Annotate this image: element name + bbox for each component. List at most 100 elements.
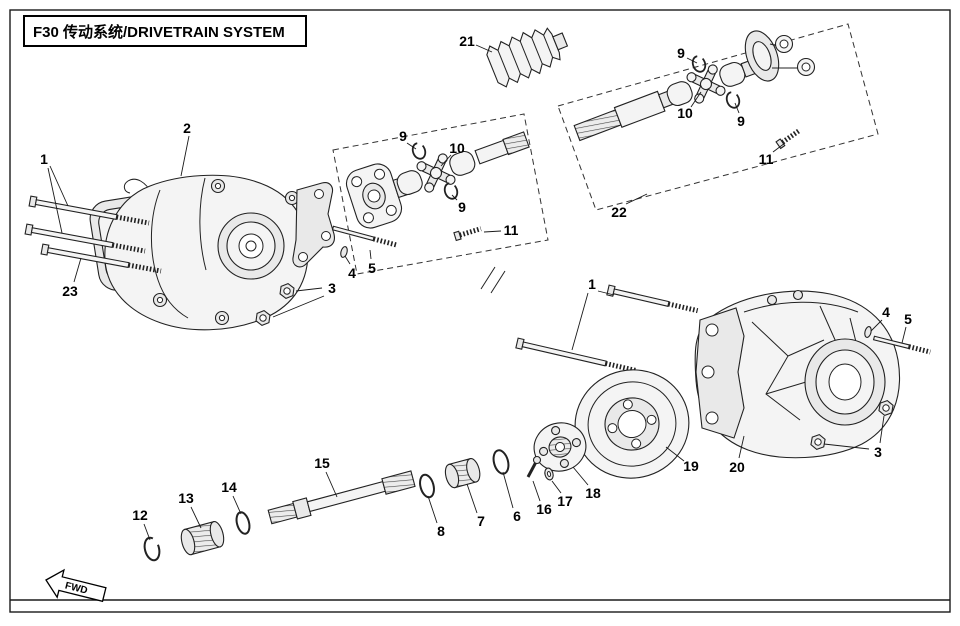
bushing-7 — [444, 458, 481, 489]
front-drive-shaft — [267, 470, 416, 525]
callout-leader-11 — [483, 230, 502, 233]
callout-leader-9 — [406, 142, 417, 150]
callout-2: 2 — [183, 120, 191, 136]
callout-leader-6 — [502, 471, 514, 509]
snap-ring-14 — [235, 511, 251, 535]
break-marks — [480, 266, 506, 294]
callout-leader-10 — [690, 91, 702, 108]
callout-leader-4 — [870, 319, 883, 332]
callout-leader-3 — [272, 295, 325, 318]
callout-leader-5 — [901, 326, 907, 344]
callout-17: 17 — [557, 493, 573, 509]
mount-bolt-rear-upper — [606, 284, 699, 314]
rear-ujoint-assembly — [573, 30, 816, 150]
callout-leader-21 — [475, 44, 493, 53]
mount-bolt-23 — [40, 243, 162, 274]
page-border — [9, 9, 951, 613]
callout-leader-10 — [440, 154, 452, 167]
callout-leader-20 — [738, 435, 745, 459]
callout-leader-17 — [551, 480, 562, 494]
callout-leader-4 — [344, 255, 351, 265]
yoke-shaft-front — [474, 131, 530, 165]
front-gearbox — [89, 174, 335, 331]
callout-leader-3 — [879, 415, 885, 444]
callout-leader-19 — [665, 446, 685, 462]
callout-9: 9 — [399, 128, 407, 144]
callout-4: 4 — [348, 265, 356, 281]
callout-22: 22 — [611, 204, 627, 220]
cv-boot — [486, 27, 569, 88]
callout-23: 23 — [62, 283, 78, 299]
rear-gearbox — [694, 289, 901, 459]
ujoint-spider-front — [396, 145, 476, 201]
spacer-ring-6 — [492, 449, 510, 475]
ujoint-bolt-front — [453, 226, 482, 242]
callout-leader-13 — [190, 506, 202, 529]
callout-leader-11 — [772, 142, 786, 153]
spacer-ring-8 — [419, 473, 435, 499]
callout-9: 9 — [737, 113, 745, 129]
title-box — [23, 15, 307, 47]
callout-leader-5 — [369, 249, 372, 260]
callout-4: 4 — [882, 304, 890, 320]
circlip-12 — [143, 536, 161, 562]
ujoint-dashed-box-front — [332, 113, 549, 275]
callout-9: 9 — [458, 199, 466, 215]
brake-disc — [574, 369, 690, 479]
mount-bolt-rear-lower — [515, 337, 638, 374]
companion-flange — [744, 30, 816, 82]
callout-9: 9 — [677, 45, 685, 61]
callout-10: 10 — [677, 105, 693, 121]
callout-16: 16 — [536, 501, 552, 517]
fwd-label: FWD — [64, 580, 89, 596]
hub-washer — [544, 467, 554, 481]
washer-front — [340, 246, 348, 258]
snap-ring — [409, 140, 429, 162]
hub-bolt — [526, 455, 542, 478]
callout-5: 5 — [368, 260, 376, 276]
callout-leader-14 — [232, 495, 242, 515]
callout-1: 1 — [588, 276, 596, 292]
callout-leader-2 — [180, 135, 190, 177]
callout-leader-1 — [571, 292, 589, 351]
callout-19: 19 — [683, 458, 699, 474]
fwd-arrow: FWD — [45, 568, 107, 603]
callout-8: 8 — [437, 523, 445, 539]
stud-front — [331, 225, 398, 248]
callout-leader-9 — [451, 194, 458, 201]
front-ujoint-assembly — [345, 131, 530, 242]
callout-leader-15 — [325, 471, 338, 498]
wheel-hub — [533, 422, 587, 472]
callout-11: 11 — [759, 151, 774, 167]
callout-leader-1 — [597, 290, 615, 296]
callout-leader-3 — [295, 287, 323, 292]
snap-ring — [723, 89, 743, 111]
callout-leader-16 — [532, 480, 541, 502]
callout-leader-9 — [734, 102, 740, 114]
rear-gearbox-flange — [695, 307, 745, 439]
callout-leader-12 — [143, 523, 151, 541]
callout-leader-1 — [49, 165, 69, 207]
callout-leader-18 — [572, 466, 589, 486]
callout-21: 21 — [459, 33, 475, 49]
callout-leader-8 — [427, 495, 438, 524]
callout-5: 5 — [904, 311, 912, 327]
callout-leader-7 — [466, 483, 478, 514]
ujoint-bolt-rear — [775, 128, 802, 150]
callout-10: 10 — [449, 140, 465, 156]
callout-15: 15 — [314, 455, 330, 471]
callout-leader-9 — [686, 57, 698, 64]
callout-leader-23 — [73, 257, 82, 283]
callout-13: 13 — [178, 490, 194, 506]
callout-6: 6 — [513, 508, 521, 524]
callout-leader-22 — [625, 193, 648, 205]
snap-ring — [689, 53, 709, 75]
washer-rear — [864, 326, 872, 338]
callout-20: 20 — [729, 459, 745, 475]
callout-3: 3 — [328, 280, 336, 296]
coupler-13 — [180, 521, 225, 556]
front-gearbox-flange — [292, 182, 335, 268]
